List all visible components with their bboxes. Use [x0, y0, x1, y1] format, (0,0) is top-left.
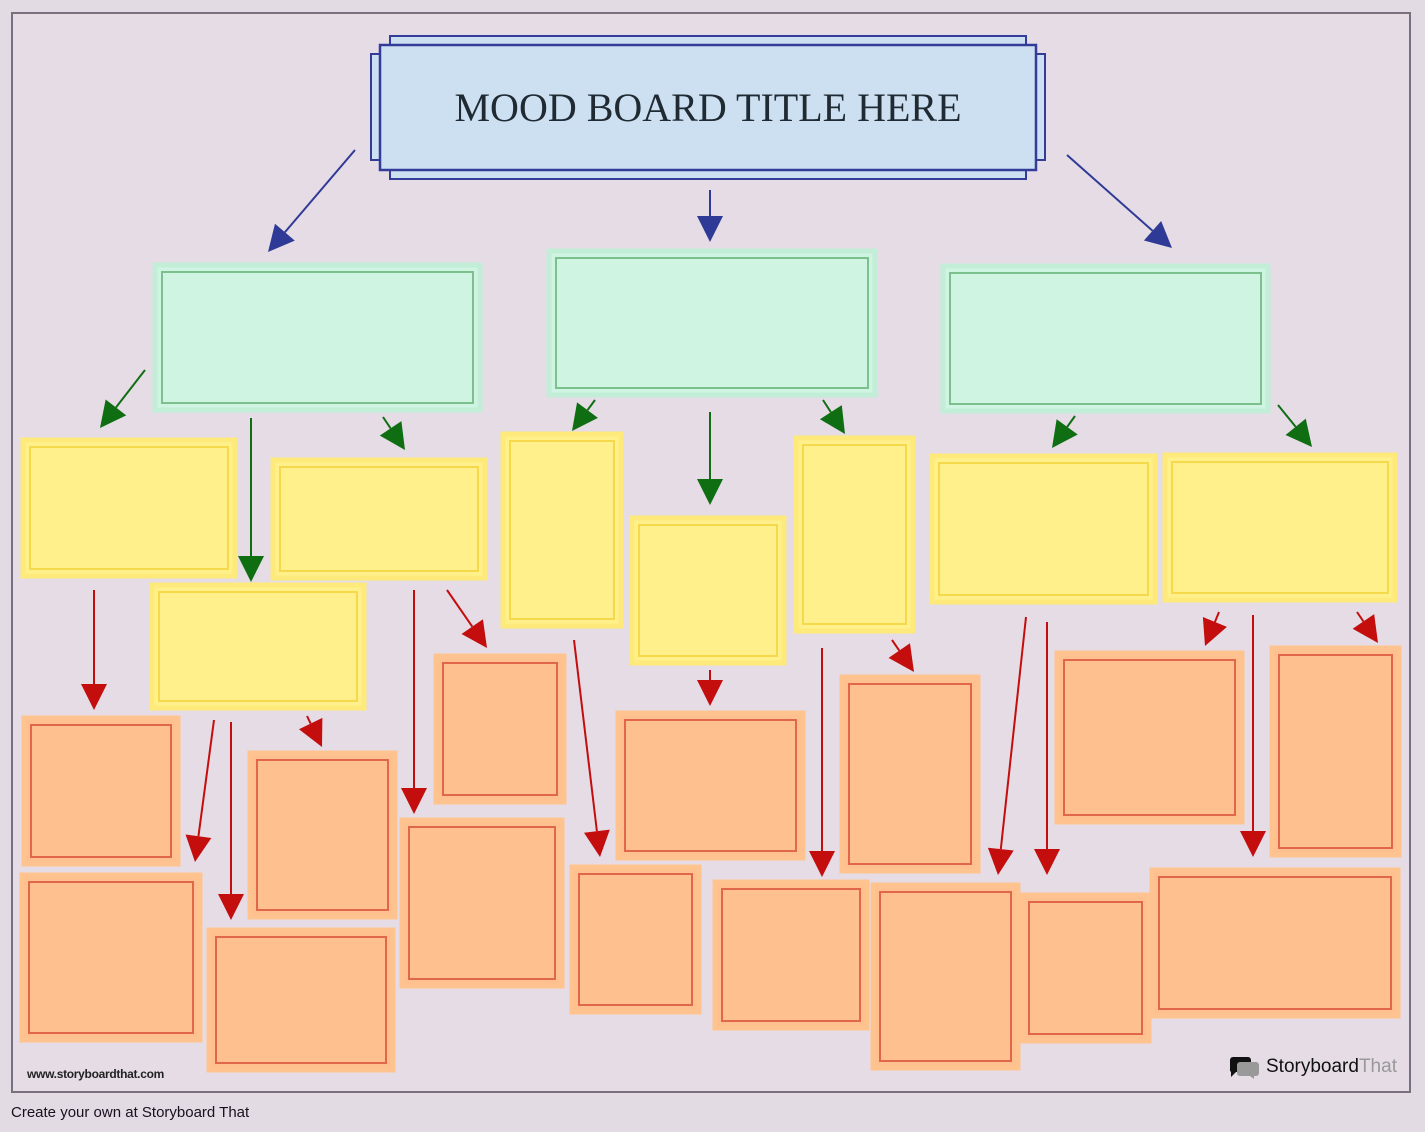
blue-arrow [697, 190, 723, 242]
red-arrow [809, 648, 835, 877]
storyboardthat-logo: StoryboardThat [1228, 1055, 1397, 1079]
red-arrow [987, 616, 1027, 875]
blue-arrow [1066, 154, 1172, 248]
image-box[interactable] [569, 864, 702, 1015]
red-arrow [573, 639, 610, 857]
subcategory-box[interactable] [20, 437, 238, 579]
subcategory-box[interactable] [929, 453, 1158, 605]
red-arrow [888, 639, 914, 672]
green-arrow [572, 399, 598, 431]
subcategory-box[interactable] [1162, 452, 1398, 603]
subcategory-box[interactable] [149, 582, 367, 711]
green-arrow [379, 416, 405, 450]
image-box[interactable] [247, 750, 398, 920]
logo-text-storyboard: Storyboard [1266, 1056, 1359, 1077]
green-arrow [697, 412, 723, 505]
category-box[interactable] [546, 248, 878, 398]
category-box[interactable] [940, 263, 1271, 414]
red-arrow [697, 670, 723, 706]
image-box[interactable] [21, 715, 181, 867]
blue-arrow [268, 149, 356, 252]
red-arrow [185, 719, 215, 862]
image-box[interactable] [1149, 867, 1401, 1019]
red-arrow [446, 589, 487, 648]
red-arrow [1352, 611, 1378, 643]
image-box[interactable] [839, 674, 981, 874]
subcategory-box[interactable] [629, 515, 787, 666]
mood-board-title[interactable]: MOOD BOARD TITLE HERE [454, 85, 962, 130]
green-arrow [1277, 404, 1312, 447]
image-box[interactable] [1054, 650, 1245, 825]
image-box[interactable] [615, 710, 806, 861]
green-arrow [100, 369, 146, 428]
subcategory-box[interactable] [793, 435, 916, 634]
red-arrow [218, 722, 244, 920]
image-box[interactable] [19, 872, 203, 1043]
watermark-url: www.storyboardthat.com [27, 1067, 164, 1081]
footer-link[interactable]: Create your own at Storyboard That [11, 1104, 250, 1121]
image-box[interactable] [1269, 645, 1402, 858]
green-arrow [819, 399, 845, 434]
image-box[interactable] [712, 879, 870, 1031]
green-arrow [1052, 415, 1078, 448]
red-arrow [81, 590, 107, 710]
image-box[interactable] [1019, 892, 1152, 1044]
image-box[interactable] [870, 882, 1021, 1071]
image-box[interactable] [206, 927, 396, 1073]
red-arrow [1202, 611, 1227, 646]
image-box[interactable] [433, 653, 567, 805]
red-arrow [401, 590, 427, 814]
red-arrow [1240, 615, 1266, 857]
image-box[interactable] [399, 817, 565, 989]
speech-bubbles-icon [1229, 1057, 1259, 1079]
subcategory-box[interactable] [500, 431, 624, 629]
logo-text-that: That [1358, 1056, 1397, 1077]
title-box [370, 35, 1046, 180]
category-box[interactable] [152, 262, 483, 413]
red-arrow [1034, 622, 1060, 875]
red-arrow [298, 715, 323, 747]
subcategory-box[interactable] [270, 457, 488, 581]
green-arrow [238, 418, 264, 582]
